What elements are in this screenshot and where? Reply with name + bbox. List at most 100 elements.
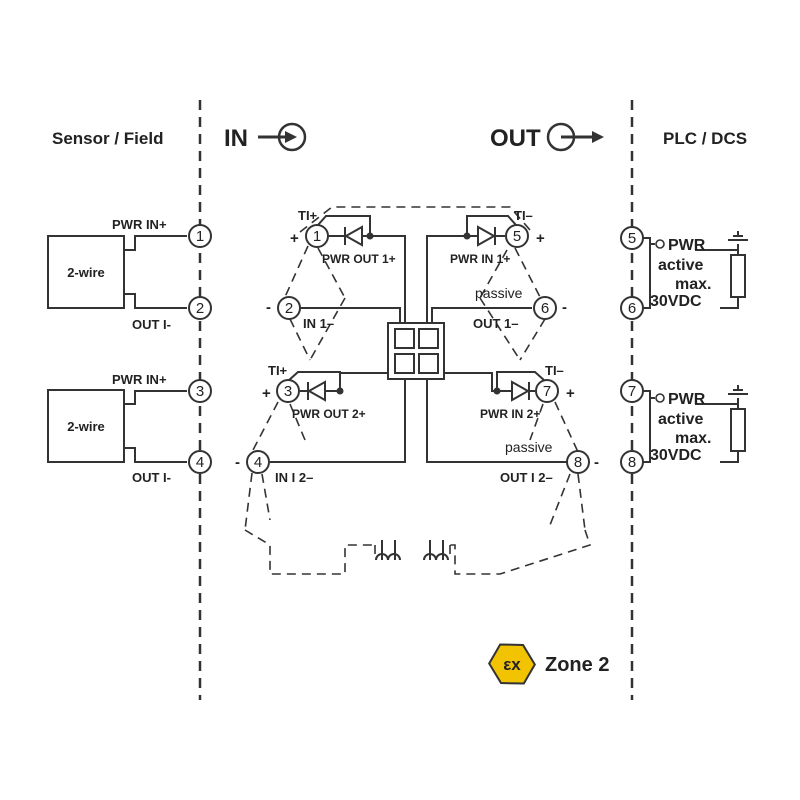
svg-text:6: 6	[628, 300, 636, 317]
ch2-plus-left: +	[262, 385, 271, 402]
plc-1-resistor-icon	[730, 254, 746, 298]
plc-1-active-label: active	[658, 257, 703, 274]
inner-terminal-8: 8	[566, 450, 590, 474]
inner-terminal-4: 4	[246, 450, 270, 474]
inner-terminal-3: 3	[276, 379, 300, 403]
sensor-1-pwr-label: PWR IN+	[112, 217, 167, 232]
ch1-minus-right: -	[562, 299, 567, 316]
sensor-2-out-label: OUT I-	[132, 470, 171, 485]
ch2-in-label: IN I 2–	[275, 470, 313, 485]
zone-label: Zone 2	[545, 654, 609, 676]
plc-dcs-header: PLC / DCS	[663, 129, 747, 148]
ch1-left-diode-icon	[317, 215, 374, 247]
ch1-plus-left: +	[290, 230, 299, 247]
left-terminal-1: 1	[188, 224, 212, 248]
ch1-ti-plus-label: TI+	[298, 208, 318, 223]
svg-text:8: 8	[574, 454, 582, 471]
sensor-field-header: Sensor / Field	[52, 129, 163, 148]
svg-text:2: 2	[285, 300, 293, 317]
in-arrow-icon	[258, 122, 307, 152]
ch1-right-diode-icon	[463, 215, 517, 247]
ch1-pwr-in-label: PWR IN 1+	[450, 252, 510, 266]
ch2-ti-minus-label: TI–	[545, 363, 564, 378]
sensor-1-box	[47, 235, 125, 309]
svg-text:3: 3	[284, 383, 292, 400]
inner-terminal-2: 2	[277, 296, 301, 320]
sensor-2-label: 2-wire	[67, 419, 105, 434]
ch1-passive-label: passive	[475, 285, 523, 301]
sensor-2-pwr-label: PWR IN+	[112, 372, 167, 387]
inner-terminal-6: 6	[533, 296, 557, 320]
svg-text:7: 7	[543, 383, 551, 400]
out-header: OUT	[490, 125, 541, 152]
out-arrow-icon	[546, 122, 604, 152]
svg-text:1: 1	[313, 228, 321, 245]
ch2-right-diode-icon	[493, 371, 546, 402]
left-terminal-3: 3	[188, 379, 212, 403]
plc-1-pwr-label: PWR	[668, 237, 706, 254]
sensor-1: 2-wire PWR IN+ OUT I-	[47, 217, 187, 332]
plc-1-max-label: max.	[675, 276, 711, 293]
ch2-out-wire	[426, 379, 567, 463]
svg-text:3: 3	[196, 383, 204, 400]
svg-text:4: 4	[196, 454, 204, 471]
left-terminal-4: 4	[188, 450, 212, 474]
ch1-pwr-out-label: PWR OUT 1+	[322, 252, 396, 266]
in-header: IN	[224, 125, 248, 152]
sensor-1-out-label: OUT I-	[132, 317, 171, 332]
left-terminal-2: 2	[188, 296, 212, 320]
ch2-ti-plus-label: TI+	[268, 363, 288, 378]
sensor-2-box	[47, 389, 125, 463]
plc-circuit-2: PWR active max. 30VDC	[643, 385, 748, 464]
ch1-pwr-out-wire	[328, 235, 406, 323]
relay-coil-icon	[375, 540, 449, 561]
svg-text:4: 4	[254, 454, 262, 471]
svg-text:1: 1	[196, 228, 204, 245]
plc-2-pwr-label: PWR	[668, 391, 706, 408]
inner-terminal-1: 1	[305, 224, 329, 248]
ch2-passive-label: passive	[505, 439, 553, 455]
ch1-out-wire	[431, 307, 532, 323]
ex-symbol: εx	[503, 655, 521, 674]
ch1-plus-right: +	[536, 230, 545, 247]
plc-1-volt-label: 30VDC	[650, 293, 702, 310]
sensor-1-label: 2-wire	[67, 265, 105, 280]
ch1-ti-minus-label: TI–	[514, 208, 533, 223]
ch2-pwr-in-label: PWR IN 2+	[480, 407, 540, 421]
svg-text:5: 5	[513, 228, 521, 245]
inner-terminal-5: 5	[505, 224, 529, 248]
ch1-pwr-in-wire	[426, 235, 505, 323]
svg-text:8: 8	[628, 454, 636, 471]
ch1-in-wire	[300, 307, 401, 323]
sensor-2: 2-wire PWR IN+ OUT I-	[47, 372, 187, 485]
ch1-out-label: OUT 1–	[473, 316, 519, 331]
svg-text:7: 7	[628, 383, 636, 400]
right-terminal-5: 5	[620, 226, 644, 250]
ch2-pwr-out-label: PWR OUT 2+	[292, 407, 366, 421]
svg-text:2: 2	[196, 300, 204, 317]
ch2-minus-left: -	[235, 454, 240, 471]
right-terminal-6: 6	[620, 296, 644, 320]
ex-zone-badge: εx Zone 2	[488, 643, 609, 685]
ch2-left-diode-icon	[287, 371, 344, 402]
plc-2-active-label: active	[658, 411, 703, 428]
ch2-out-label: OUT I 2–	[500, 470, 553, 485]
ch1-in-label: IN 1–	[303, 316, 334, 331]
right-terminal-8: 8	[620, 450, 644, 474]
plc-2-resistor-icon	[730, 408, 746, 452]
dashed-internal-paths	[244, 206, 592, 575]
isolation-block	[387, 322, 445, 380]
inner-terminal-7: 7	[535, 379, 559, 403]
ch2-minus-right: -	[594, 454, 599, 471]
ch2-in-wire	[270, 379, 406, 463]
ch1-minus-left: -	[266, 299, 271, 316]
plc-circuit-1: PWR active max. 30VDC	[643, 231, 748, 310]
ch2-plus-right: +	[566, 385, 575, 402]
svg-text:6: 6	[541, 300, 549, 317]
ex-hexagon-icon	[488, 643, 536, 685]
plc-2-max-label: max.	[675, 430, 711, 447]
svg-text:5: 5	[628, 230, 636, 247]
plc-2-volt-label: 30VDC	[650, 447, 702, 464]
